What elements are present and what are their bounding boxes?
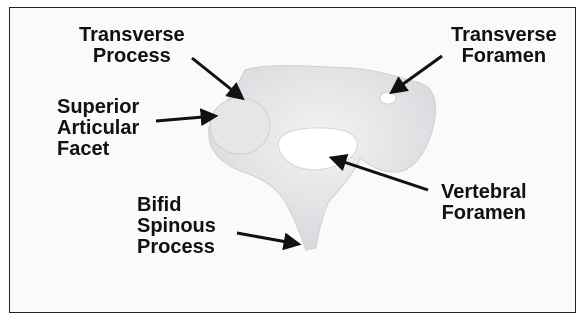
diagram-frame: Transverse Process Transverse Foramen Su… bbox=[9, 7, 576, 313]
label-superior-articular-facet: Superior Articular Facet bbox=[57, 97, 139, 160]
label-transverse-foramen: Transverse Foramen bbox=[451, 25, 557, 67]
label-vertebral-foramen: Vertebral Foramen bbox=[441, 182, 527, 224]
arrow-transverse-process bbox=[192, 58, 242, 98]
superior-articular-facet-shape bbox=[210, 98, 270, 154]
label-bifid-spinous-process: Bifid Spinous Process bbox=[137, 195, 216, 258]
label-transverse-process: Transverse Process bbox=[79, 25, 185, 67]
arrow-superior-articular-facet bbox=[156, 116, 215, 121]
arrow-bifid-spinous-process bbox=[237, 233, 298, 244]
transverse-foramen-shape bbox=[380, 92, 396, 104]
